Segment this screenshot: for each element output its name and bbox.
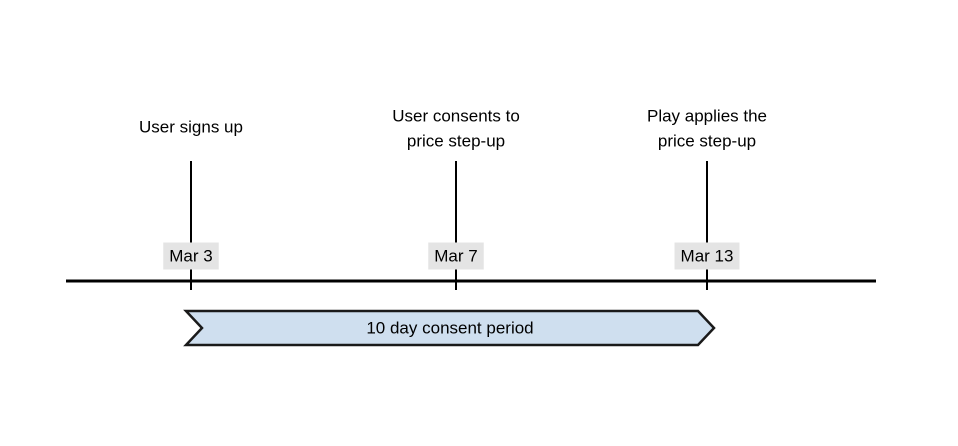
event-label-signup-line-1: User signs up xyxy=(139,117,243,136)
date-chip-label-apply: Mar 13 xyxy=(681,246,734,265)
timeline-event-apply[interactable]: Play applies the price step-up Mar 13 xyxy=(647,106,767,290)
date-chip-background-apply xyxy=(674,242,740,270)
consent-period-label: 10 day consent period xyxy=(366,318,533,337)
event-label-consent-line-2: price step-up xyxy=(407,131,505,150)
consent-period-chevron-shape xyxy=(183,309,716,347)
date-chip-label-signup: Mar 3 xyxy=(169,246,212,265)
event-label-apply-line-1: Play applies the xyxy=(647,106,767,125)
date-chip-background-signup xyxy=(163,242,219,270)
event-label-apply-line-2: price step-up xyxy=(658,131,756,150)
date-chip-background-consent xyxy=(428,242,484,270)
event-label-consent-line-1: User consents to xyxy=(392,106,520,125)
consent-period-banner[interactable]: 10 day consent period xyxy=(183,309,716,347)
timeline-event-signup[interactable]: User signs up Mar 3 xyxy=(139,117,243,290)
date-chip-label-consent: Mar 7 xyxy=(434,246,477,265)
timeline-event-consent[interactable]: User consents to price step-up Mar 7 xyxy=(392,106,520,290)
